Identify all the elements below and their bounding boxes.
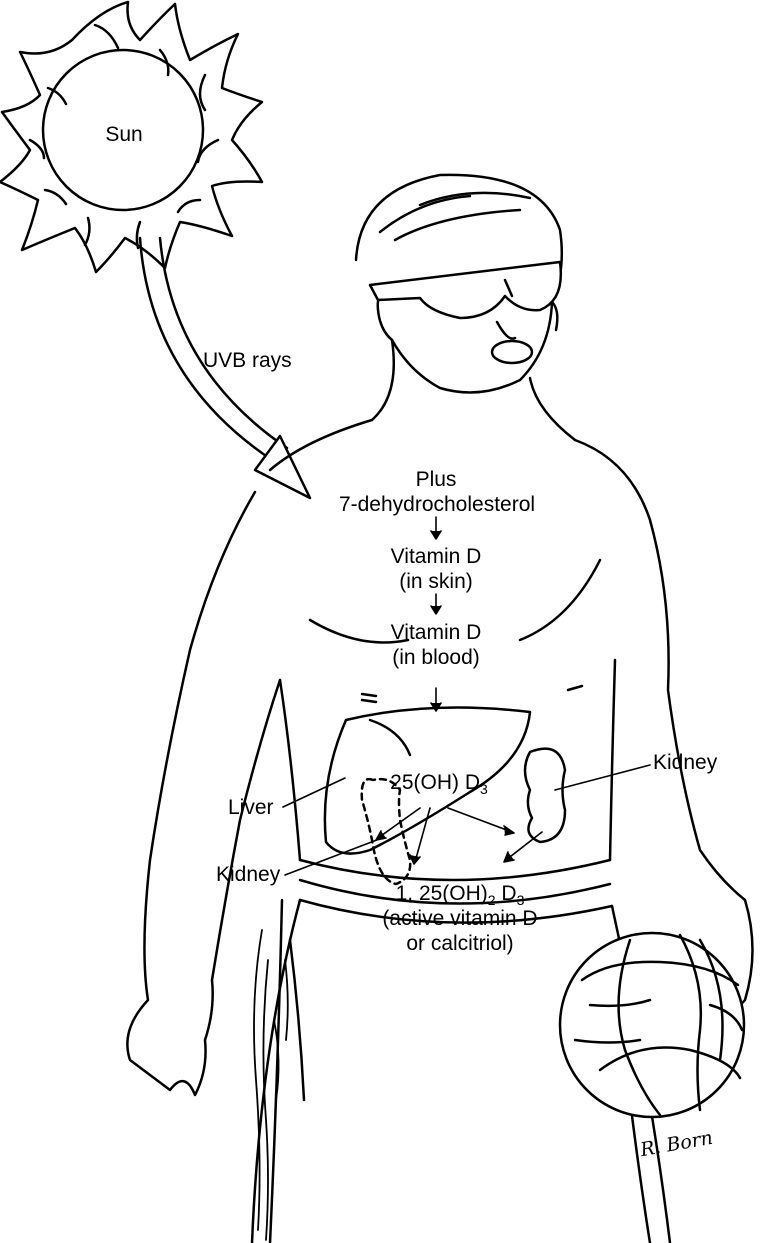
liver-label: Liver [228,796,274,820]
dehydrocholesterol-label: 7-dehydrocholesterol [339,493,535,517]
calcitriol-text-a: 1, 25(OH) [396,882,488,905]
uvb-rays-label: UVB rays [203,349,292,373]
sun-label: Sun [105,123,142,147]
hydroxy-subscript: 3 [480,781,488,797]
volleyball-drawing [560,933,744,1117]
kidney-right-label: Kidney [653,751,717,775]
calcitriol-formula-label: 1, 25(OH)2 D3 [396,882,525,906]
calcitriol-label: or calcitriol) [406,932,513,956]
calcitriol-text-b: D [496,882,517,905]
calcitriol-subscript-2: 3 [517,892,525,908]
active-vitamin-d-label: (active vitamin D [382,907,537,931]
hydroxy-vitamin-d-label: 25(OH) D3 [390,771,488,795]
calcitriol-subscript-1: 2 [488,892,496,908]
vitamin-d-skin-label: Vitamin D [391,545,482,569]
kidney-left-label: Kidney [216,863,280,887]
hydroxy-main-text: 25(OH) D [390,771,480,794]
kidney-right-leader [555,765,650,790]
right-kidney-shape [525,749,565,842]
vitamin-d-blood-sublabel: (in blood) [392,646,480,670]
plus-label: Plus [416,468,457,492]
vitamin-d-skin-sublabel: (in skin) [399,570,473,594]
vitamin-d-blood-label: Vitamin D [391,621,482,645]
